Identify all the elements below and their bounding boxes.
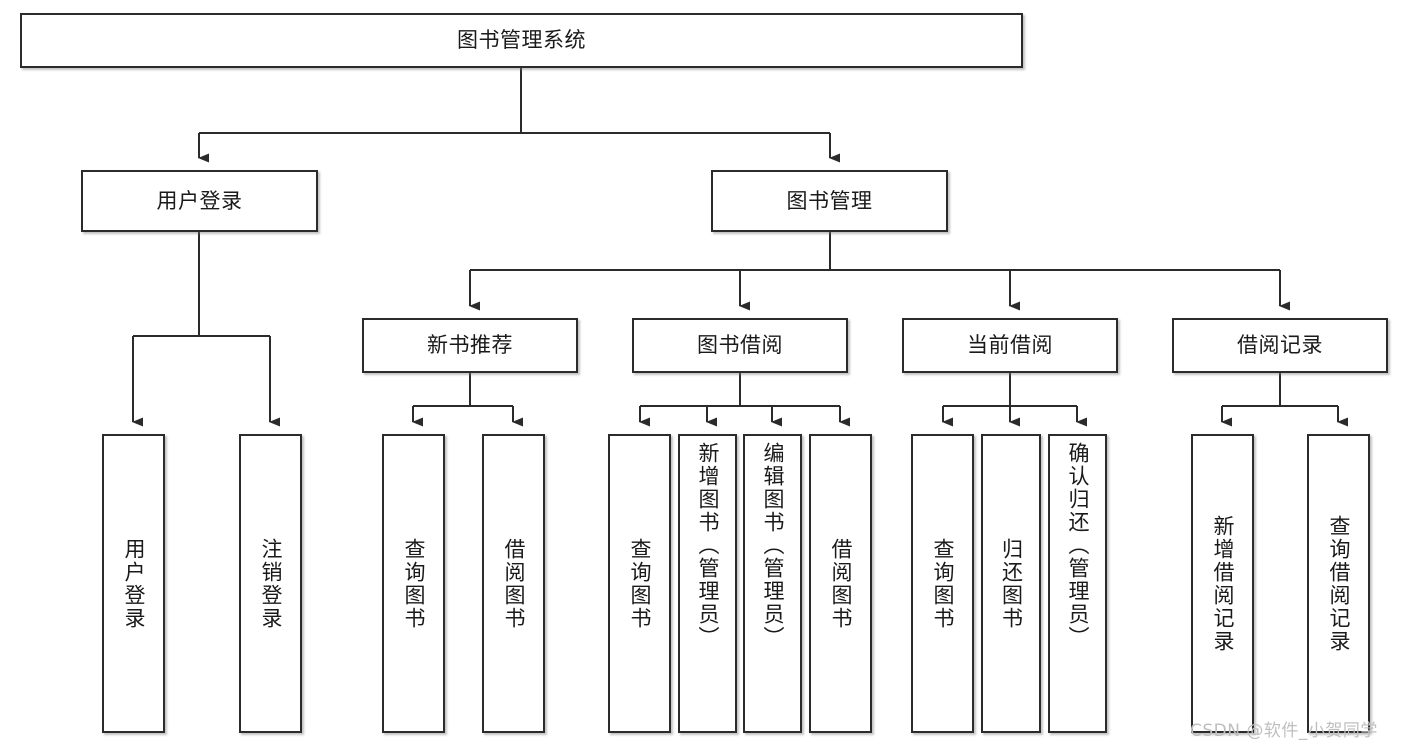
- node-label: 查询图书: [628, 537, 652, 630]
- node-label: 借阅图书: [502, 537, 526, 630]
- node-new-book-recommend[interactable]: 新书推荐: [362, 318, 578, 373]
- node-root-system[interactable]: 图书管理系统: [20, 13, 1023, 68]
- leaf-current-borrow-return[interactable]: 归还图书: [981, 434, 1041, 733]
- node-label: 注销登录: [259, 537, 283, 630]
- node-label: 当前借阅: [967, 333, 1053, 358]
- node-label: 归还图书: [999, 537, 1024, 630]
- leaf-book-borrow-lend[interactable]: 借阅图书: [809, 434, 872, 733]
- node-label: 新增借阅记录: [1211, 514, 1235, 653]
- node-label: 查询图书: [402, 537, 426, 630]
- leaf-new-book-query[interactable]: 查询图书: [382, 434, 445, 733]
- node-book-management[interactable]: 图书管理: [711, 170, 948, 232]
- node-label: 编辑图书（管理员）: [761, 442, 785, 649]
- leaf-current-borrow-confirm[interactable]: 确认归还（管理员）: [1048, 434, 1107, 733]
- node-user-login[interactable]: 用户登录: [81, 170, 318, 232]
- node-label: 确认归还（管理员）: [1066, 442, 1090, 649]
- leaf-new-book-borrow[interactable]: 借阅图书: [482, 434, 545, 733]
- node-label: 图书借阅: [697, 333, 783, 358]
- leaf-borrow-record-add[interactable]: 新增借阅记录: [1191, 434, 1254, 733]
- node-book-borrow[interactable]: 图书借阅: [632, 318, 848, 373]
- node-label: 新书推荐: [427, 333, 513, 358]
- node-label: 图书管理系统: [457, 28, 586, 53]
- leaf-current-borrow-query[interactable]: 查询图书: [911, 434, 974, 733]
- leaf-user-login-signout[interactable]: 注销登录: [239, 434, 302, 733]
- leaf-user-login-signin[interactable]: 用户登录: [102, 434, 165, 733]
- node-label: 查询图书: [931, 537, 955, 630]
- node-borrow-record[interactable]: 借阅记录: [1172, 318, 1388, 373]
- node-label: 新增图书（管理员）: [696, 442, 720, 649]
- leaf-book-borrow-query[interactable]: 查询图书: [608, 434, 671, 733]
- node-label: 图书管理: [786, 188, 873, 213]
- node-label: 借阅图书: [829, 537, 853, 630]
- node-label: 用户登录: [156, 188, 243, 213]
- leaf-book-borrow-add[interactable]: 新增图书（管理员）: [678, 434, 737, 733]
- leaf-borrow-record-query[interactable]: 查询借阅记录: [1307, 434, 1370, 733]
- leaf-book-borrow-edit[interactable]: 编辑图书（管理员）: [743, 434, 802, 733]
- node-current-borrow[interactable]: 当前借阅: [902, 318, 1118, 373]
- node-label: 借阅记录: [1237, 333, 1323, 358]
- node-label: 用户登录: [122, 537, 146, 630]
- node-label: 查询借阅记录: [1327, 514, 1351, 653]
